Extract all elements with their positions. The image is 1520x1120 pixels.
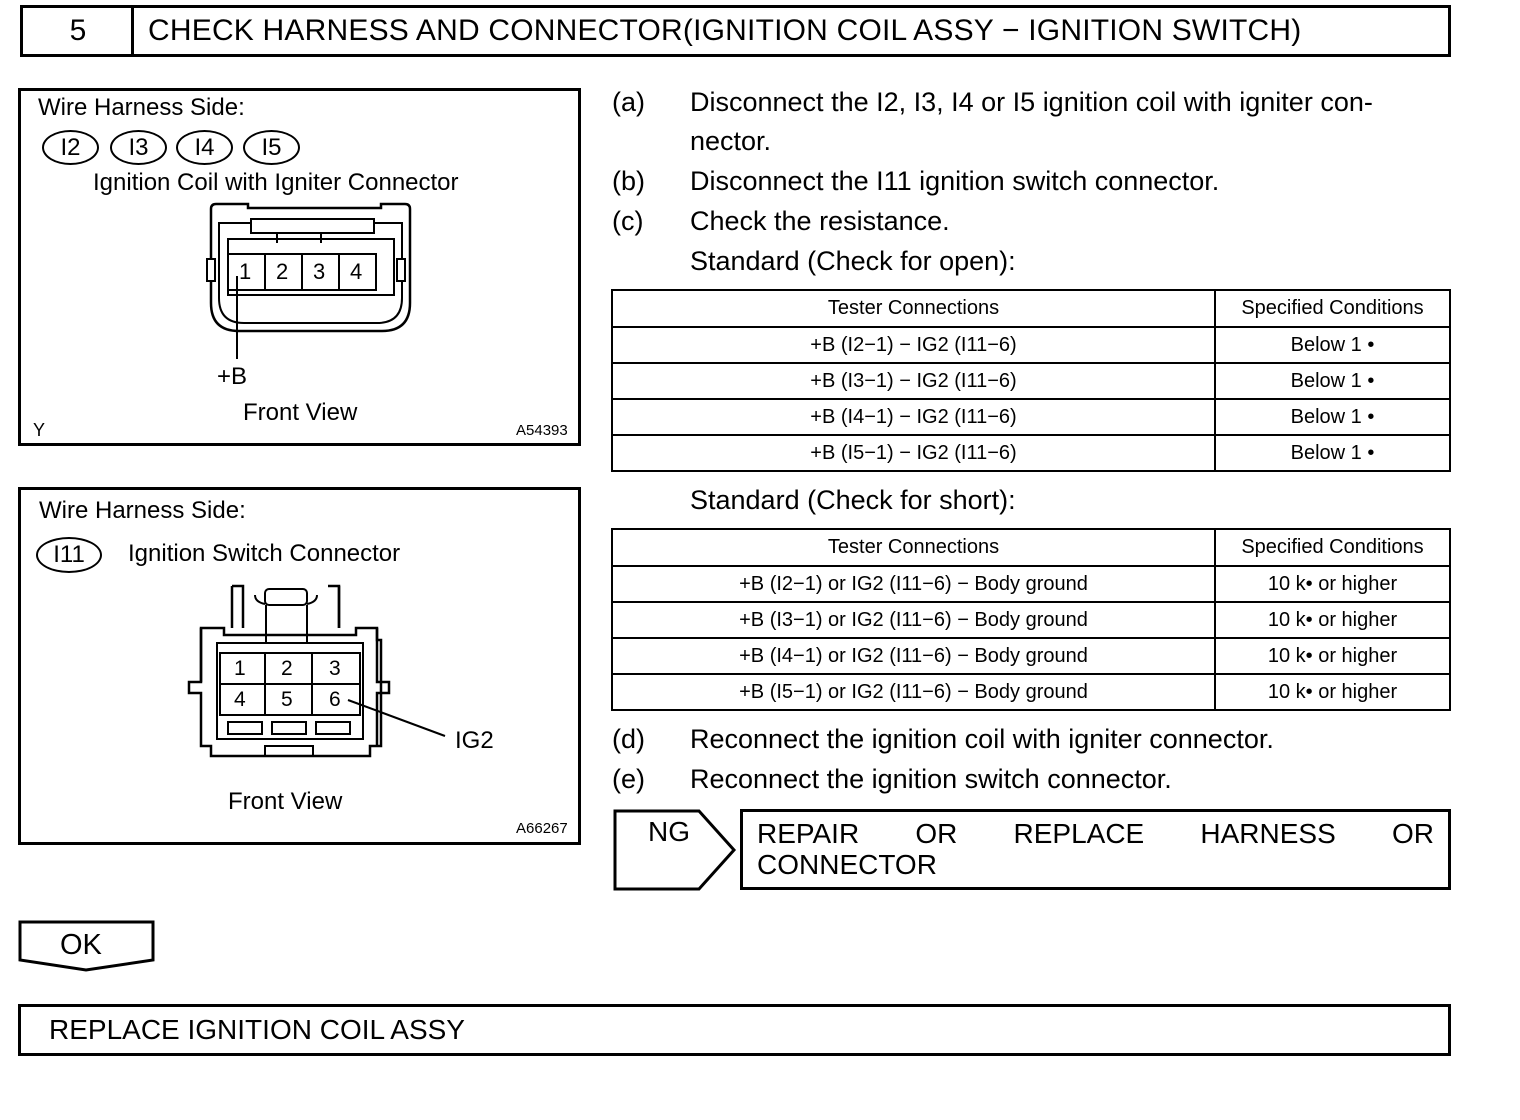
column-header-conditions: Specified Conditions (1214, 289, 1451, 328)
step-c-label: (c) (612, 206, 644, 236)
condition-cell: 10 k• or higher (1214, 565, 1451, 603)
step-number: 5 (20, 5, 133, 57)
pin-4: 4 (234, 688, 246, 711)
column-header-tester: Tester Connections (611, 528, 1216, 567)
step-d-label: (d) (612, 724, 645, 754)
ok-label: OK (60, 929, 102, 961)
column-header-conditions: Specified Conditions (1214, 528, 1451, 567)
front-view-label: Front View (243, 399, 358, 426)
table-row: +B (I5−1) or IG2 (I11−6) − Body ground 1… (611, 673, 1451, 711)
step-e-label: (e) (612, 764, 645, 794)
table-row: +B (I4−1) − IG2 (I11−6) Below 1 • (611, 398, 1451, 436)
table-row: +B (I5−1) − IG2 (I11−6) Below 1 • (611, 434, 1451, 472)
pin-1: 1 (239, 259, 252, 284)
page-title: CHECK HARNESS AND CONNECTOR(IGNITION COI… (131, 5, 1451, 57)
ng-action-line1: REPAIR OR REPLACE HARNESS OR (757, 818, 1434, 849)
table-header-row: Tester Connections Specified Conditions (611, 289, 1451, 328)
standard-open-caption: Standard (Check for open): (690, 246, 1016, 276)
table-row: +B (I3−1) or IG2 (I11−6) − Body ground 1… (611, 601, 1451, 639)
pin-3: 3 (329, 657, 341, 680)
condition-cell: Below 1 • (1214, 362, 1451, 400)
pin-5: 5 (281, 688, 293, 711)
table-row: +B (I2−1) or IG2 (I11−6) − Body ground 1… (611, 565, 1451, 603)
ng-action-box: REPAIR OR REPLACE HARNESS OR CONNECTOR (740, 809, 1451, 890)
condition-cell: Below 1 • (1214, 326, 1451, 364)
step-a-text-line2: nector. (690, 126, 772, 156)
ignition-coil-connector-figure: Wire Harness Side: I2 I3 I4 I5 Ignition … (18, 88, 581, 446)
tester-connection-cell: +B (I2−1) − IG2 (I11−6) (611, 326, 1216, 364)
standard-open-table: Tester Connections Specified Conditions … (611, 289, 1451, 472)
standard-short-table: Tester Connections Specified Conditions … (611, 528, 1451, 711)
tester-connection-cell: +B (I3−1) − IG2 (I11−6) (611, 362, 1216, 400)
ng-action-word: OR (915, 818, 958, 849)
table-row: +B (I4−1) or IG2 (I11−6) − Body ground 1… (611, 637, 1451, 675)
step-c-text: Check the resistance. (690, 206, 950, 236)
pin-6: 6 (329, 688, 341, 711)
tester-connection-cell: +B (I5−1) or IG2 (I11−6) − Body ground (611, 673, 1216, 711)
connector-code-i3: I3 (110, 130, 167, 165)
tester-connection-cell: +B (I4−1) − IG2 (I11−6) (611, 398, 1216, 436)
ng-action-word: HARNESS (1200, 818, 1336, 849)
connector-code-i4: I4 (176, 130, 233, 165)
step-b-label: (b) (612, 166, 645, 196)
ng-action-word: OR (1391, 818, 1434, 849)
terminal-label-ig2: IG2 (455, 727, 494, 754)
ignition-switch-connector-drawing (187, 584, 446, 758)
step-a-text-line1: Disconnect the I2, I3, I4 or I5 ignition… (690, 87, 1373, 117)
figure-id: A66267 (516, 820, 568, 837)
condition-cell: Below 1 • (1214, 434, 1451, 472)
ng-label: NG (648, 816, 690, 847)
final-action-box: REPLACE IGNITION COIL ASSY (18, 1004, 1451, 1056)
table-header-row: Tester Connections Specified Conditions (611, 528, 1451, 567)
pin-4: 4 (350, 259, 363, 284)
step-d-text: Reconnect the ignition coil with igniter… (690, 724, 1274, 754)
pin-2: 2 (276, 259, 289, 284)
step-e-text: Reconnect the ignition switch connector. (690, 764, 1172, 794)
front-view-label: Front View (228, 788, 343, 815)
table-row: +B (I3−1) − IG2 (I11−6) Below 1 • (611, 362, 1451, 400)
connector-code-i5: I5 (243, 130, 300, 165)
condition-cell: 10 k• or higher (1214, 673, 1451, 711)
condition-cell: 10 k• or higher (1214, 637, 1451, 675)
ng-action-line2: CONNECTOR (757, 849, 937, 880)
column-header-tester: Tester Connections (611, 289, 1216, 328)
connector-code-i11: I11 (36, 537, 102, 573)
connector-name: Ignition Coil with Igniter Connector (93, 169, 459, 196)
corner-mark: Y (33, 420, 46, 440)
step-b-text: Disconnect the I11 ignition switch conne… (690, 166, 1220, 196)
table-row: +B (I2−1) − IG2 (I11−6) Below 1 • (611, 326, 1451, 364)
pin-2: 2 (281, 657, 293, 680)
ng-action-word: REPAIR (757, 818, 860, 849)
ignition-coil-connector-drawing (206, 202, 412, 359)
terminal-label-plus-b: +B (217, 363, 248, 390)
ignition-switch-connector-figure: Wire Harness Side: I11 Ignition Switch C… (18, 487, 581, 845)
step-a-label: (a) (612, 87, 645, 117)
wire-harness-side-label: Wire Harness Side: (39, 497, 246, 524)
connector-name: Ignition Switch Connector (128, 540, 401, 567)
ng-action-word: REPLACE (1013, 818, 1145, 849)
condition-cell: Below 1 • (1214, 398, 1451, 436)
tester-connection-cell: +B (I4−1) or IG2 (I11−6) − Body ground (611, 637, 1216, 675)
wire-harness-side-label: Wire Harness Side: (38, 94, 245, 121)
pin-3: 3 (313, 259, 326, 284)
condition-cell: 10 k• or higher (1214, 601, 1451, 639)
standard-short-caption: Standard (Check for short): (690, 485, 1016, 515)
connector-code-i2: I2 (42, 130, 99, 165)
tester-connection-cell: +B (I2−1) or IG2 (I11−6) − Body ground (611, 565, 1216, 603)
tester-connection-cell: +B (I5−1) − IG2 (I11−6) (611, 434, 1216, 472)
pin-1: 1 (234, 657, 246, 680)
figure-id: A54393 (516, 422, 568, 439)
tester-connection-cell: +B (I3−1) or IG2 (I11−6) − Body ground (611, 601, 1216, 639)
